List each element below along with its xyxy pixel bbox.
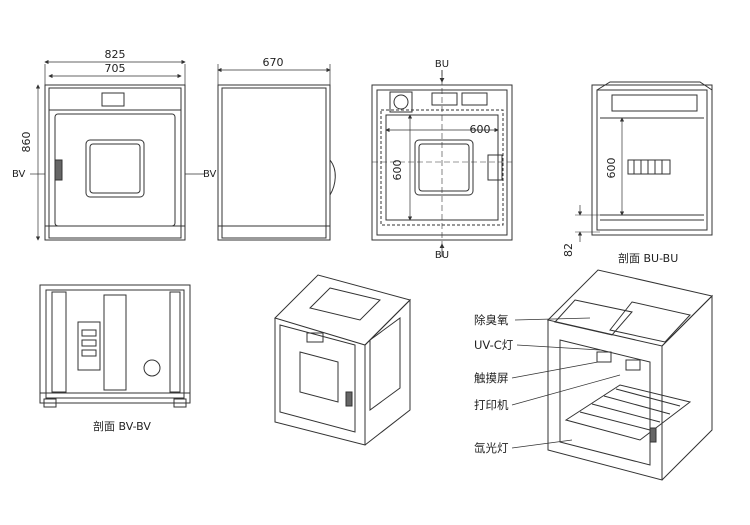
section-bv-view xyxy=(39,284,191,408)
callout-xenon-lamp: 氙光灯 xyxy=(474,441,509,455)
front-view xyxy=(44,84,186,241)
marker-bv-right: BV xyxy=(203,169,217,180)
front-dimensions xyxy=(30,59,205,241)
callout-printer: 打印机 xyxy=(474,398,509,412)
section-bu-view xyxy=(591,81,713,236)
dim-side-foot: 82 xyxy=(562,243,575,257)
isometric-view-closed xyxy=(274,274,411,446)
top-dimensions xyxy=(385,70,499,257)
dim-side-height: 600 xyxy=(605,158,618,179)
caption-section-bv: 剖面 BV-BV xyxy=(93,419,151,433)
marker-bu-top: BU xyxy=(435,59,449,70)
front-window xyxy=(85,139,145,198)
side-view xyxy=(217,84,336,241)
dim-top-width: 600 xyxy=(470,123,491,136)
dim-width-inner: 705 xyxy=(105,62,126,75)
callout-deozone: 除臭氧 xyxy=(474,313,509,327)
dim-top-height: 600 xyxy=(391,160,404,181)
dim-depth: 670 xyxy=(263,56,284,69)
section-bu-dimensions xyxy=(575,117,625,242)
callout-leaders xyxy=(511,317,621,449)
control-panel-screen xyxy=(101,92,125,107)
caption-section-bu: 剖面 BU-BU xyxy=(618,251,678,265)
top-view xyxy=(371,70,513,245)
dim-height: 860 xyxy=(20,132,33,153)
isometric-view-open xyxy=(547,269,713,481)
door-handle xyxy=(54,159,63,181)
side-dimensions xyxy=(217,64,331,86)
marker-bu-bottom: BU xyxy=(435,250,449,261)
callout-touchscreen: 触摸屏 xyxy=(474,371,509,385)
dim-width-overall: 825 xyxy=(105,48,126,61)
callout-uvc-lamp: UV-C灯 xyxy=(474,338,514,352)
marker-bv-left: BV xyxy=(12,169,26,180)
